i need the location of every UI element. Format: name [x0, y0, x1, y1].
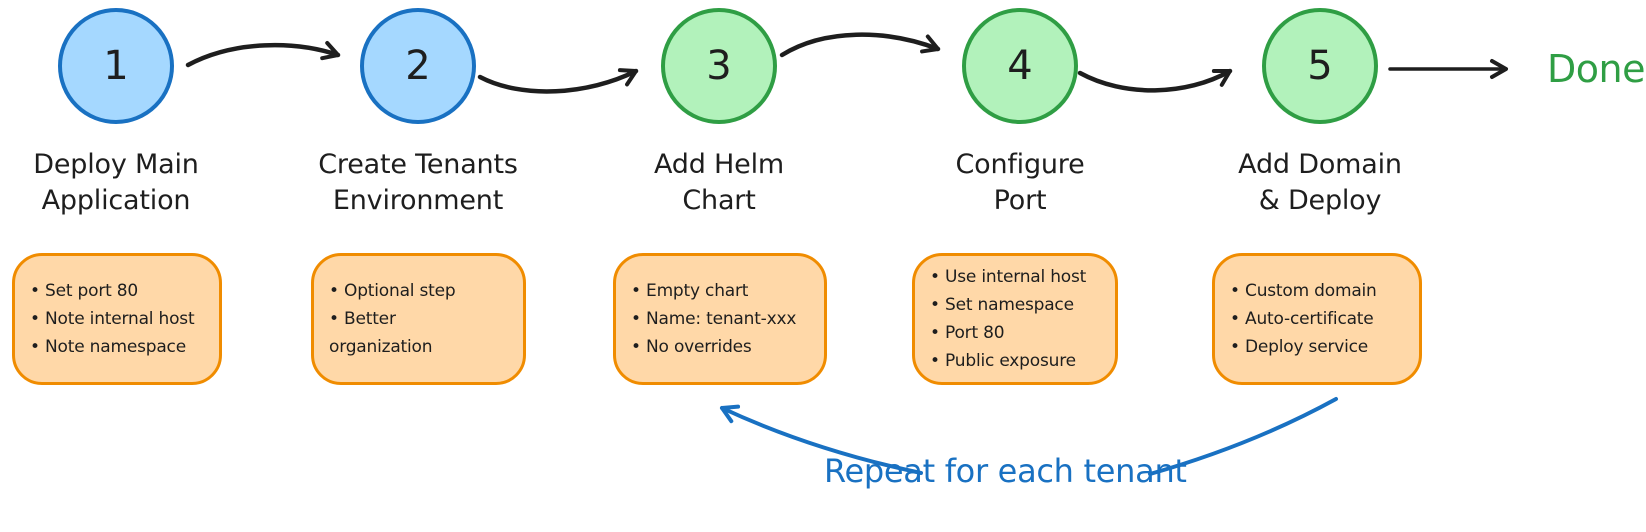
note-line: • Use internal host: [930, 267, 1087, 287]
note-line: • Auto-certificate: [1230, 309, 1374, 329]
arrow-step4-to-step5-icon: [1077, 68, 1233, 93]
step-title-1: Deploy Main Application: [0, 147, 251, 219]
step-circle-2: 2: [360, 8, 476, 124]
step-title-3: Add Helm Chart: [584, 147, 854, 219]
step-circle-5: 5: [1262, 8, 1378, 124]
done-label: Done: [1547, 47, 1645, 91]
step-title-line: Port: [993, 185, 1047, 216]
step-title-line: Add Domain: [1238, 149, 1402, 180]
arrow-step1-to-step2-icon: [185, 40, 341, 68]
step-circle-3: 3: [661, 8, 777, 124]
repeat-annotation: Repeat for each tenant: [824, 452, 1187, 490]
note-line: • Optional step: [329, 281, 456, 301]
step-number-2: 2: [405, 43, 431, 89]
step-title-line: Add Helm: [654, 149, 784, 180]
step-number-3: 3: [706, 43, 732, 89]
note-line: • No overrides: [631, 337, 752, 357]
note-box-4: • Use internal host • Set namespace • Po…: [912, 253, 1118, 385]
step-title-line: Deploy Main: [33, 149, 199, 180]
note-line: • Port 80: [930, 323, 1005, 343]
step-title-line: Configure: [955, 149, 1085, 180]
note-line: • Empty chart: [631, 281, 749, 301]
note-line: • Custom domain: [1230, 281, 1377, 301]
note-line: • Note internal host: [30, 309, 195, 329]
note-line: • Public exposure: [930, 351, 1076, 371]
step-circle-1: 1: [58, 8, 174, 124]
step-title-line: Application: [41, 185, 191, 216]
note-line: • Name: tenant-xxx: [631, 309, 797, 329]
note-line: organization: [329, 337, 433, 357]
step-title-line: & Deploy: [1258, 185, 1382, 216]
step-title-line: Chart: [682, 185, 756, 216]
note-line: • Set port 80: [30, 281, 139, 301]
step-title-2: Create Tenants Environment: [283, 147, 553, 219]
note-line: • Better: [329, 309, 396, 329]
step-title-line: Environment: [332, 185, 504, 216]
arrow-step2-to-step3-icon: [477, 68, 639, 94]
note-line: • Set namespace: [930, 295, 1074, 315]
step-number-5: 5: [1307, 43, 1333, 89]
note-line: • Note namespace: [30, 337, 186, 357]
note-line: • Deploy service: [1230, 337, 1369, 357]
note-box-3: • Empty chart • Name: tenant-xxx • No ov…: [613, 253, 827, 385]
step-number-4: 4: [1007, 43, 1033, 89]
step-title-5: Add Domain & Deploy: [1185, 147, 1455, 219]
step-title-4: Configure Port: [885, 147, 1155, 219]
note-box-5: • Custom domain • Auto-certificate • Dep…: [1212, 253, 1422, 385]
step-circle-4: 4: [962, 8, 1078, 124]
arrow-step3-to-step4-icon: [779, 32, 941, 58]
note-box-2: • Optional step • Better organization: [311, 253, 526, 385]
note-box-1: • Set port 80 • Note internal host • Not…: [12, 253, 222, 385]
step-title-line: Create Tenants: [318, 149, 518, 180]
step-number-1: 1: [103, 43, 129, 89]
